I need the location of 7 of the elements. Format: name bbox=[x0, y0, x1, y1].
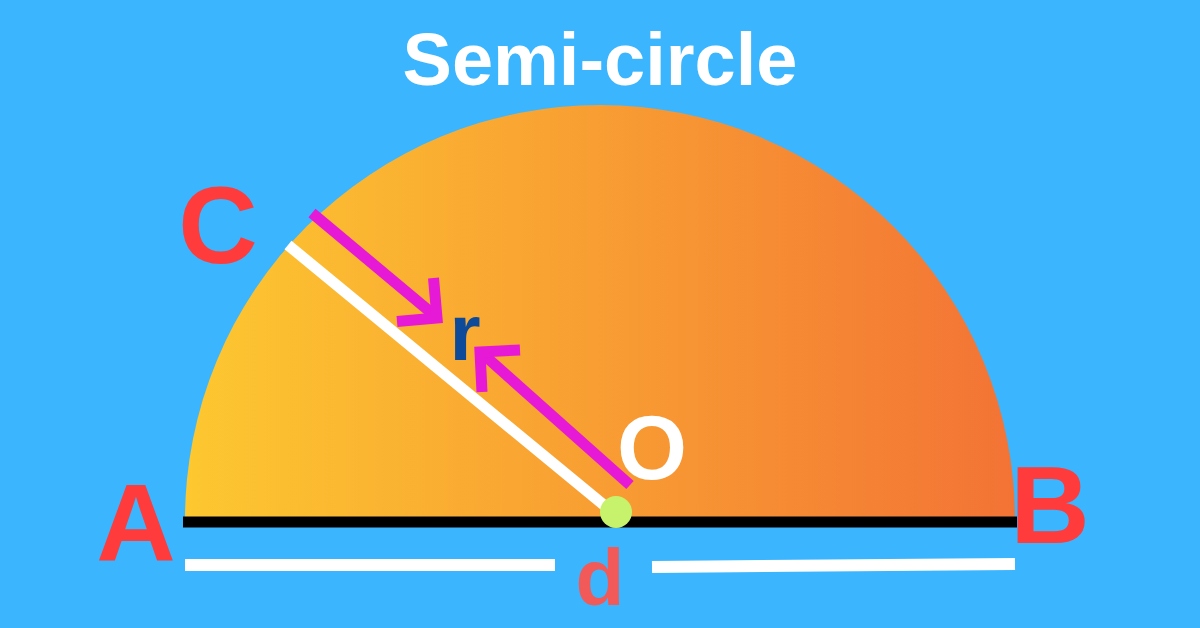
diameter-label: d bbox=[575, 538, 625, 618]
point-label: C bbox=[178, 170, 258, 280]
point-label: B bbox=[1010, 450, 1090, 560]
radius-label: r bbox=[449, 293, 481, 373]
point-label: O bbox=[617, 403, 687, 493]
point-label: A bbox=[96, 467, 176, 577]
title: Semi-circle bbox=[402, 23, 798, 97]
